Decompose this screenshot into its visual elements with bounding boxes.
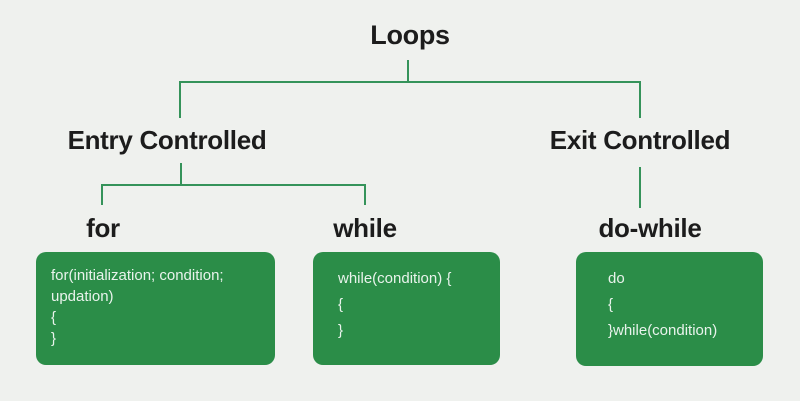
connector-while-drop <box>364 184 366 205</box>
code-line: } <box>338 322 344 339</box>
leaf-label-for: for <box>86 213 120 243</box>
code-line: } <box>51 330 57 347</box>
connector-dowhile-drop <box>639 167 641 208</box>
connector-root-stem <box>407 60 409 82</box>
code-line: for(initialization; condition; <box>51 267 224 284</box>
code-line: { <box>608 296 614 313</box>
code-line: }while(condition) <box>608 322 718 339</box>
connector-exit-drop <box>639 81 641 118</box>
connector-for-drop <box>101 184 103 205</box>
code-line: updation) <box>51 288 114 305</box>
branch-exit-controlled: Exit Controlled <box>549 125 731 155</box>
do-while-code-box: do { }while(condition) <box>576 252 763 366</box>
branch-entry-controlled: Entry Controlled <box>67 125 267 155</box>
for-code-box: for(initialization; condition; updation)… <box>36 252 275 365</box>
root-node-loops: Loops <box>370 20 450 50</box>
while-code-box: while(condition) { { } <box>313 252 500 365</box>
leaf-label-while: while <box>333 213 397 243</box>
connector-entry-drop <box>179 81 181 118</box>
code-line: do <box>608 270 625 287</box>
code-line: { <box>51 309 57 326</box>
connector-entry-stem <box>180 163 182 184</box>
connector-level2-horizontal <box>101 184 366 186</box>
leaf-label-do-while: do-while <box>598 213 702 243</box>
code-line: { <box>338 296 344 313</box>
connector-level1-horizontal <box>179 81 641 83</box>
code-line: while(condition) { <box>338 270 452 287</box>
